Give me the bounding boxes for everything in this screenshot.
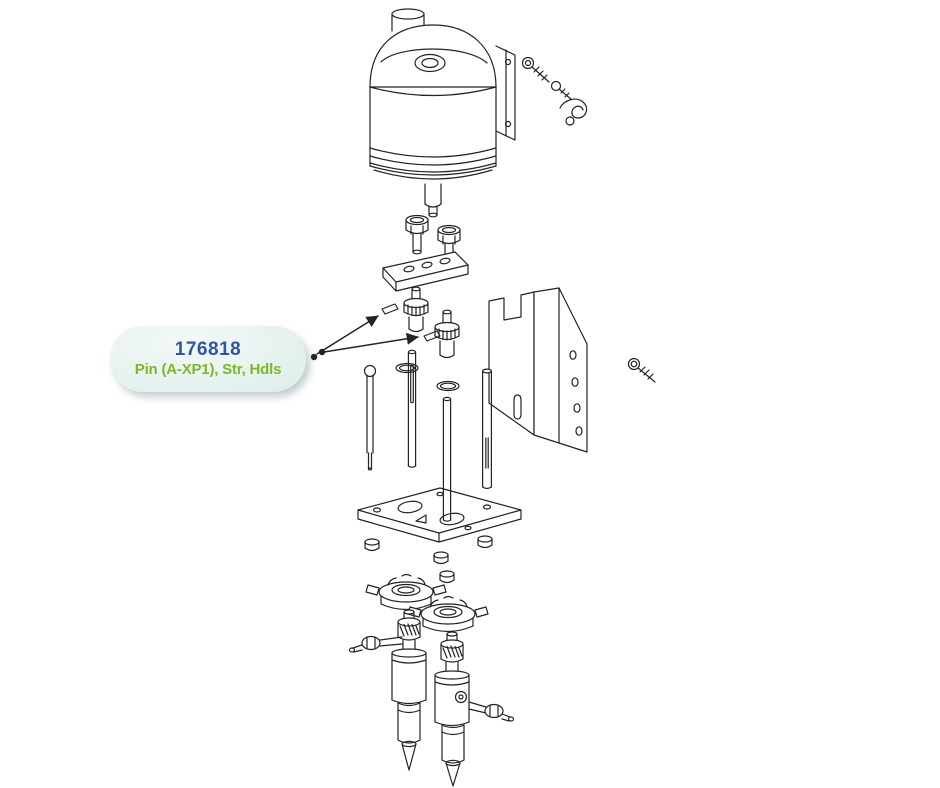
base-plate bbox=[357, 487, 522, 543]
tie-rods bbox=[363, 349, 493, 522]
leader-arrow-left bbox=[316, 315, 379, 355]
callout-arrows bbox=[310, 315, 419, 361]
leader-arrow-right bbox=[323, 332, 419, 353]
retainer-clip bbox=[559, 98, 588, 119]
pin-fittings bbox=[381, 286, 460, 359]
mounting-bracket bbox=[488, 287, 588, 453]
pin-right bbox=[423, 330, 441, 342]
hex-bolts bbox=[405, 214, 461, 265]
pin-left bbox=[381, 303, 399, 315]
coupling-nuts bbox=[365, 573, 489, 633]
part-description: Pin (A-XP1), Str, Hdls bbox=[134, 361, 282, 379]
part-number: 176818 bbox=[174, 338, 242, 360]
tie-bar-plate bbox=[382, 251, 469, 292]
mounting-screws bbox=[521, 56, 588, 126]
part-callout[interactable]: 176818 Pin (A-XP1), Str, Hdls bbox=[110, 326, 306, 392]
leader-dot bbox=[310, 353, 318, 361]
motor-housing bbox=[369, 8, 516, 218]
bracket-screw bbox=[627, 357, 656, 383]
o-rings bbox=[395, 362, 460, 392]
pump-lowers bbox=[391, 609, 470, 787]
side-fittings bbox=[348, 635, 515, 722]
lock-nuts bbox=[364, 535, 493, 584]
